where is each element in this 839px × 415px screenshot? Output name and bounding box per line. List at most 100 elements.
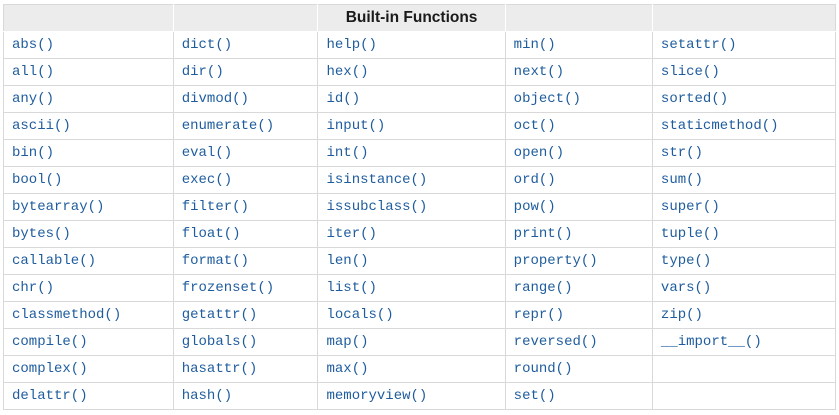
function-link[interactable]: hash()	[181, 388, 233, 404]
table-cell: delattr()	[3, 382, 174, 410]
function-link[interactable]: vars()	[660, 280, 712, 296]
function-link[interactable]: map()	[326, 334, 369, 350]
function-link[interactable]: hasattr()	[181, 361, 258, 377]
function-link[interactable]: exec()	[181, 172, 233, 188]
table-cell: property()	[504, 247, 653, 275]
table-cell: staticmethod()	[651, 112, 837, 140]
table-cell: setattr()	[651, 31, 837, 59]
empty-cell	[651, 382, 837, 410]
function-link[interactable]: range()	[513, 280, 573, 296]
function-link[interactable]: int()	[326, 145, 369, 161]
function-link[interactable]: abs()	[12, 37, 55, 53]
function-link[interactable]: reversed()	[513, 334, 598, 350]
function-link[interactable]: list()	[326, 280, 377, 296]
function-link[interactable]: print()	[513, 226, 573, 242]
function-link[interactable]: divmod()	[181, 91, 249, 107]
table-cell: abs()	[3, 31, 174, 59]
table-cell: filter()	[172, 193, 319, 221]
table-cell: list()	[317, 274, 506, 302]
table-cell: set()	[504, 382, 653, 410]
function-link[interactable]: super()	[660, 199, 720, 215]
table-row: classmethod() getattr() locals() repr() zip(…	[3, 301, 837, 329]
function-link[interactable]: str()	[660, 145, 703, 161]
function-link[interactable]: __import__()	[660, 334, 762, 350]
function-link[interactable]: repr()	[513, 307, 565, 323]
function-link[interactable]: set()	[513, 388, 556, 404]
table-cell: exec()	[172, 166, 319, 194]
function-link[interactable]: sorted()	[660, 91, 729, 107]
function-link[interactable]: all()	[12, 64, 55, 80]
table-cell: __import__()	[651, 328, 837, 356]
function-link[interactable]: bin()	[12, 145, 55, 161]
function-link[interactable]: dict()	[181, 37, 233, 53]
function-link[interactable]: property()	[513, 253, 598, 269]
function-link[interactable]: issubclass()	[326, 199, 428, 215]
function-link[interactable]: format()	[181, 253, 249, 269]
table-cell: str()	[651, 139, 837, 167]
function-link[interactable]: input()	[326, 118, 386, 134]
function-link[interactable]: globals()	[181, 334, 258, 350]
function-link[interactable]: help()	[326, 37, 377, 53]
function-link[interactable]: tuple()	[660, 226, 720, 242]
table-row: ascii() enumerate() input() oct() staticmeth…	[3, 112, 837, 140]
table-cell: oct()	[504, 112, 653, 140]
function-link[interactable]: frozenset()	[181, 280, 275, 296]
function-link[interactable]: locals()	[326, 307, 394, 323]
function-link[interactable]: eval()	[181, 145, 233, 161]
function-link[interactable]: bytearray()	[12, 199, 105, 215]
function-link[interactable]: zip()	[660, 307, 703, 323]
function-link[interactable]: any()	[12, 91, 55, 107]
function-link[interactable]: staticmethod()	[660, 118, 779, 134]
function-link[interactable]: callable()	[12, 253, 97, 269]
table-cell: min()	[504, 31, 653, 59]
header-cell-empty-2	[172, 4, 319, 32]
table-row: compile() globals() map() reversed() __impor…	[3, 328, 837, 356]
function-link[interactable]: round()	[513, 361, 573, 377]
function-link[interactable]: iter()	[326, 226, 377, 242]
table-cell: hex()	[317, 58, 506, 86]
function-link[interactable]: object()	[513, 91, 581, 107]
table-row: bin() eval() int() open() str()	[3, 139, 837, 167]
function-link[interactable]: bool()	[12, 172, 63, 188]
function-link[interactable]: hex()	[326, 64, 369, 80]
function-link[interactable]: delattr()	[12, 388, 88, 404]
function-link[interactable]: enumerate()	[181, 118, 275, 134]
function-link[interactable]: getattr()	[181, 307, 258, 323]
table-cell: bytearray()	[3, 193, 174, 221]
function-link[interactable]: next()	[513, 64, 565, 80]
function-link[interactable]: compile()	[12, 334, 88, 350]
function-link[interactable]: chr()	[12, 280, 55, 296]
function-link[interactable]: float()	[181, 226, 241, 242]
table-row: all() dir() hex() next() slice()	[3, 58, 837, 86]
function-link[interactable]: bytes()	[12, 226, 71, 242]
function-link[interactable]: min()	[513, 37, 556, 53]
function-link[interactable]: classmethod()	[12, 307, 122, 323]
function-link[interactable]: type()	[660, 253, 712, 269]
table-row: delattr() hash() memoryview() set()	[3, 382, 837, 410]
function-link[interactable]: slice()	[660, 64, 720, 80]
function-link[interactable]: isinstance()	[326, 172, 428, 188]
function-link[interactable]: ascii()	[12, 118, 71, 134]
table-cell: hash()	[172, 382, 319, 410]
function-link[interactable]: memoryview()	[326, 388, 428, 404]
function-link[interactable]: open()	[513, 145, 565, 161]
function-link[interactable]: filter()	[181, 199, 249, 215]
function-link[interactable]: dir()	[181, 64, 224, 80]
table-cell: tuple()	[651, 220, 837, 248]
table-cell: globals()	[172, 328, 319, 356]
table-cell: format()	[172, 247, 319, 275]
function-link[interactable]: pow()	[513, 199, 556, 215]
function-link[interactable]: sum()	[660, 172, 703, 188]
function-link[interactable]: len()	[326, 253, 369, 269]
function-link[interactable]: complex()	[12, 361, 88, 377]
function-link[interactable]: max()	[326, 361, 369, 377]
function-link[interactable]: setattr()	[660, 37, 737, 53]
table-row: bytes() float() iter() print() tuple()	[3, 220, 837, 248]
table-cell: max()	[317, 355, 506, 383]
table-cell: repr()	[504, 301, 653, 329]
table-cell: complex()	[3, 355, 174, 383]
function-link[interactable]: id()	[326, 91, 361, 107]
function-link[interactable]: ord()	[513, 172, 556, 188]
function-link[interactable]: oct()	[513, 118, 556, 134]
table-row: any() divmod() id() object() sorted()	[3, 85, 837, 113]
